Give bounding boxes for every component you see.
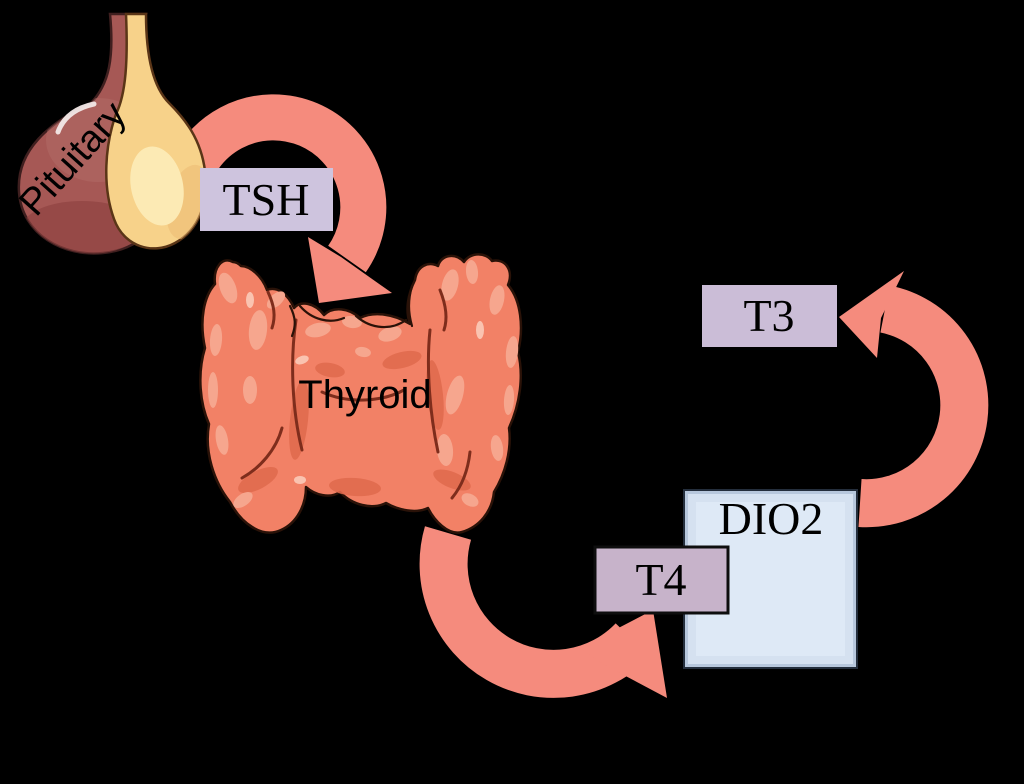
tsh-box — [200, 168, 333, 231]
t3-label-box: T3 — [702, 285, 837, 347]
tsh-label: TSH — [223, 174, 310, 225]
pituitary-sheen-highlight — [55, 101, 97, 135]
t3-arrow-band — [858, 285, 989, 528]
thyroid-body — [199, 253, 523, 534]
thyroid-gland: Thyroid — [199, 253, 523, 534]
t3-arrowhead-icon — [839, 271, 904, 358]
t4-label-box: T4 — [593, 545, 730, 615]
t4-label: T4 — [635, 554, 686, 605]
tsh-arrow-band — [162, 94, 387, 273]
thyroid-label: Thyroid — [298, 373, 431, 417]
dio2-label: DIO2 — [719, 493, 824, 544]
t4-arrow-band — [419, 526, 651, 698]
dio2-enzyme-box: DIO2 — [683, 489, 858, 669]
thyroid-crevices — [240, 284, 472, 500]
tsh-label-box: TSH — [200, 168, 333, 231]
t3-label: T3 — [743, 290, 794, 341]
pituitary-gland: Pituitary — [11, 12, 208, 255]
t4-box — [593, 545, 730, 615]
thyroid-highlights — [208, 260, 519, 508]
t4-arrowhead-icon — [580, 610, 667, 698]
dio2-to-t3-arrow — [839, 271, 989, 528]
thyroid-to-t4-arrow — [419, 526, 667, 698]
t3-box — [702, 285, 837, 347]
tsh-arrowhead-icon — [308, 237, 392, 303]
tsh-arrow — [162, 94, 392, 303]
